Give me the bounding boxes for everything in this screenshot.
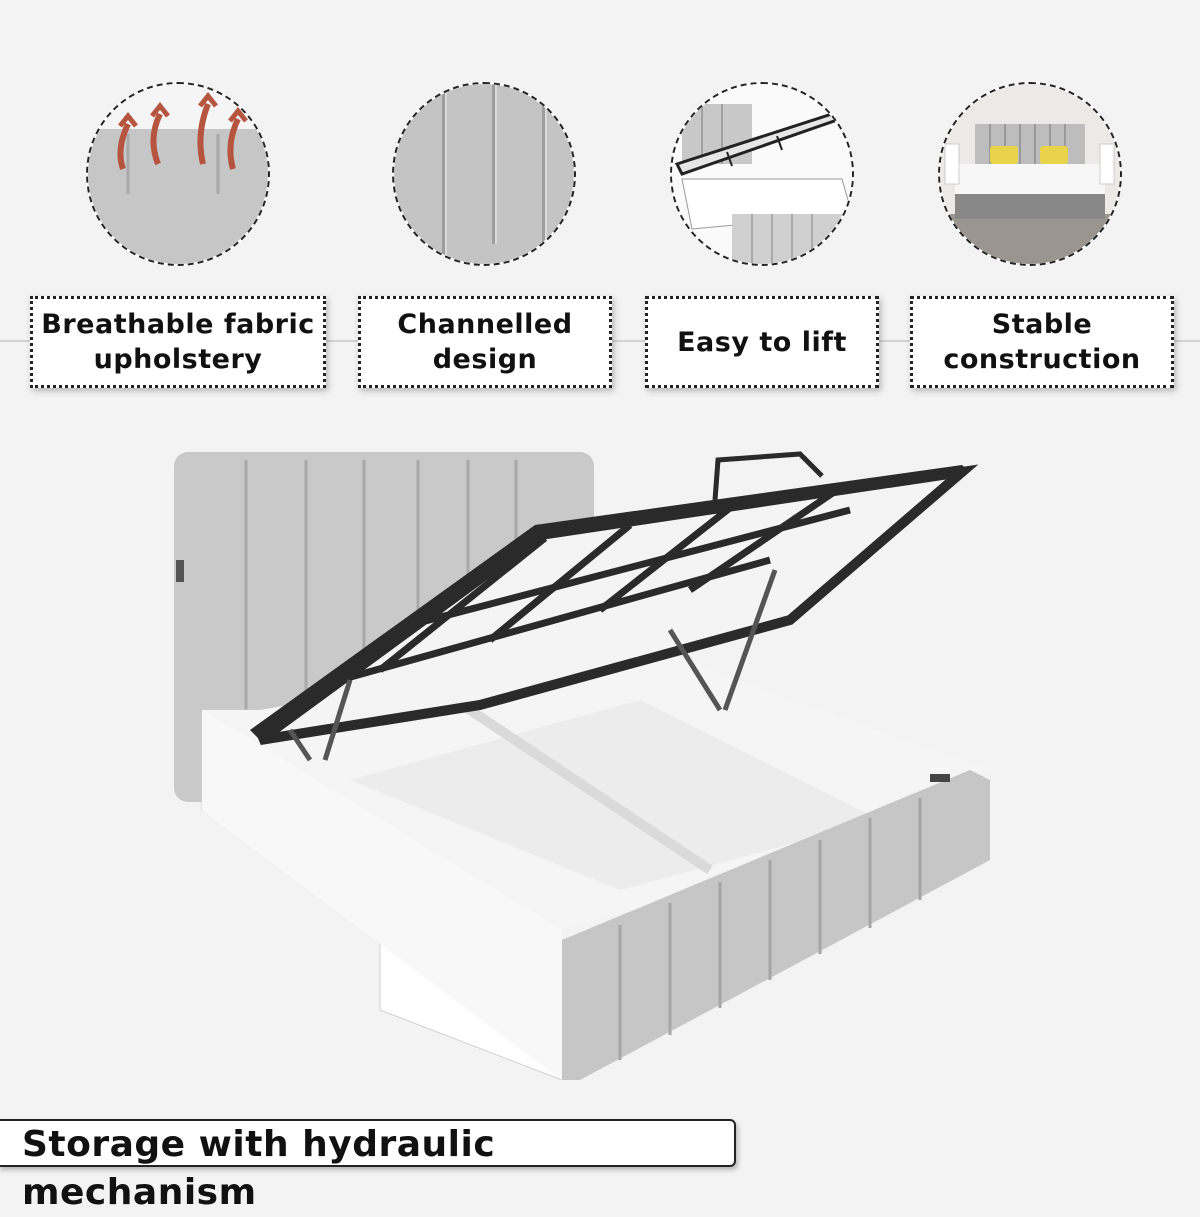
caption-storage: Storage with hydraulic mechanism [0, 1119, 736, 1213]
bedroom-bed-icon [938, 82, 1122, 266]
feature-label-channelled: Channelled design [358, 296, 612, 388]
feature-label-easy-lift: Easy to lift [645, 296, 879, 388]
channelled-fabric-icon [392, 82, 576, 266]
lift-bed-icon [670, 82, 854, 266]
feature-label-stable: Stable construction [910, 296, 1174, 388]
storage-bed-image [150, 440, 1010, 1080]
feature-label-breathable: Breathable fabric upholstery [30, 296, 326, 388]
breathable-fabric-icon [86, 82, 270, 266]
